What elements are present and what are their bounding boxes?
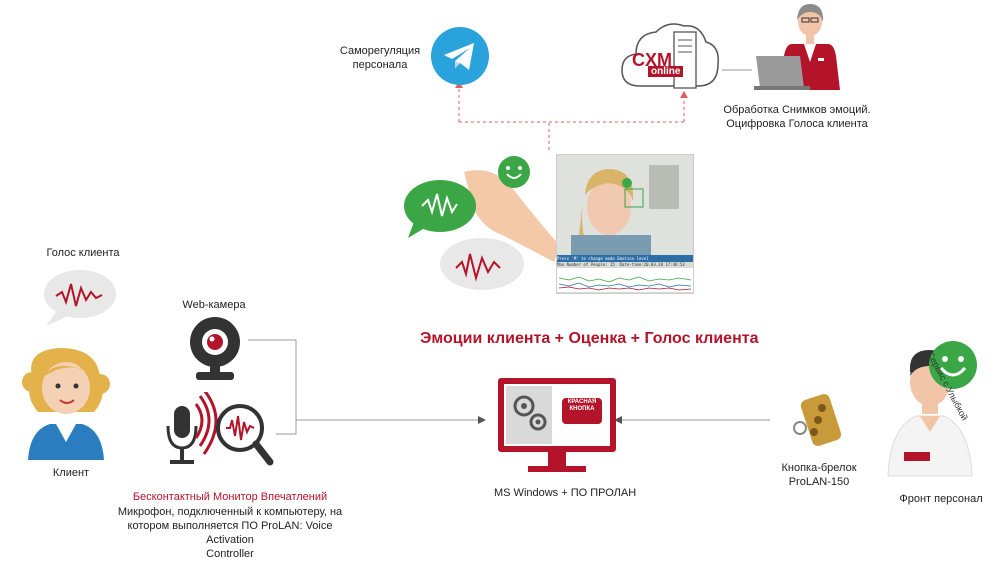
cxm-cloud-icon — [618, 16, 722, 94]
pc-monitor-icon — [498, 378, 616, 484]
arrow-to-pc — [478, 416, 486, 424]
operator-figure — [752, 0, 852, 90]
webcam-label: Web-камера — [182, 299, 246, 311]
cxm-online-badge: online — [648, 66, 684, 77]
processing-label: Обработка Снимков эмоций. Оцифровка Голо… — [723, 104, 871, 130]
keyfob-label: Кнопка-брелок ProLAN-150 — [781, 462, 857, 488]
client-label: Клиент — [52, 467, 90, 479]
headline: Эмоции клиента + Оценка + Голос клиента — [420, 330, 759, 347]
screenshot-top-bar: Press 'M' to change mode Emotion level — [557, 255, 693, 262]
line-webcam-mic — [248, 339, 297, 435]
red-button-logo: КРАСНАЯ КНОПКА — [567, 399, 597, 412]
client-voice-label: Голос клиента — [46, 247, 120, 259]
monitor-title: Бесконтактный Монитор Впечатлений — [132, 491, 328, 503]
monitor-description: Микрофон, подключенный к компьютеру, на … — [117, 506, 343, 560]
screenshot-stats-right: Date-time:20.03.20 17:46:53 — [619, 262, 685, 267]
arrow-to-cloud — [680, 91, 688, 98]
smile-icon — [928, 340, 978, 390]
telegram-icon — [430, 26, 490, 86]
screenshot-stats-left: Max Number of People: 15 — [557, 262, 615, 267]
arrow-from-keyfob — [614, 416, 622, 424]
microphone-icon — [160, 389, 220, 472]
client-figure — [16, 346, 116, 460]
webcam-icon — [188, 316, 242, 382]
sound-search-icon — [214, 400, 274, 472]
camera-screenshot: Press 'M' to change mode Emotion level M… — [556, 154, 694, 294]
screenshot-graph — [557, 268, 693, 292]
connector-lines — [248, 69, 770, 435]
cxm-logo: CXM — [632, 50, 672, 70]
front-staff-label: Фронт персонал — [899, 493, 983, 505]
screenshot-stats: Max Number of People: 15 Date-time:20.03… — [557, 262, 693, 268]
ms-windows-label: MS Windows + ПО ПРОЛАН — [494, 487, 637, 499]
keyfob-icon — [788, 388, 844, 450]
client-voice-bubble-icon — [38, 268, 118, 326]
self-regulation-label: Саморегуляция персонала — [339, 45, 421, 71]
hand-speech-bubbles — [404, 150, 564, 290]
